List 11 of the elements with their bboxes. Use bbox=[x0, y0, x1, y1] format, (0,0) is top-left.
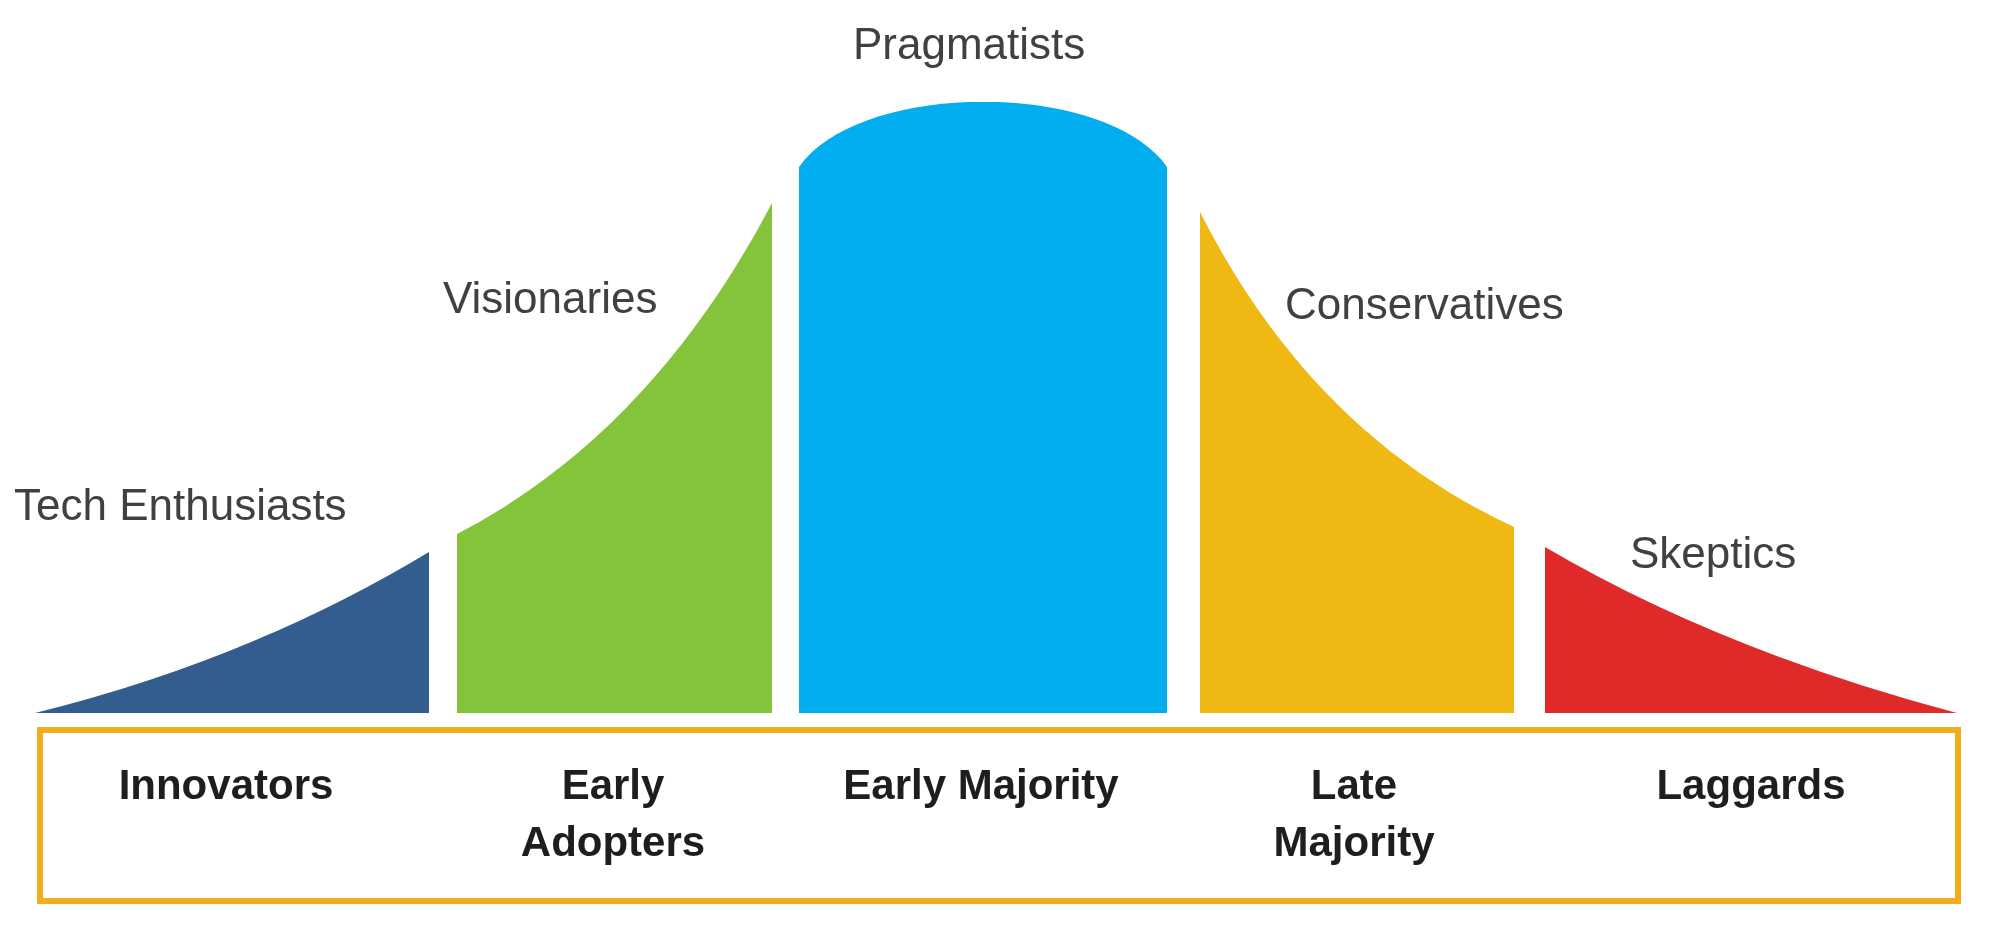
category-label: Laggards bbox=[1655, 760, 1847, 810]
category-label: Late Majority bbox=[1272, 760, 1436, 867]
category-panel bbox=[37, 727, 1961, 904]
category-label: Early Majority bbox=[842, 760, 1120, 810]
group-label: Visionaries bbox=[443, 272, 658, 324]
group-label: Conservatives bbox=[1285, 278, 1564, 330]
group-label: Pragmatists bbox=[853, 18, 1086, 70]
category-label: Innovators bbox=[117, 760, 335, 810]
category-label: Early Adopters bbox=[519, 760, 707, 867]
group-label: Skeptics bbox=[1630, 527, 1797, 579]
group-label: Tech Enthusiasts bbox=[14, 479, 347, 531]
